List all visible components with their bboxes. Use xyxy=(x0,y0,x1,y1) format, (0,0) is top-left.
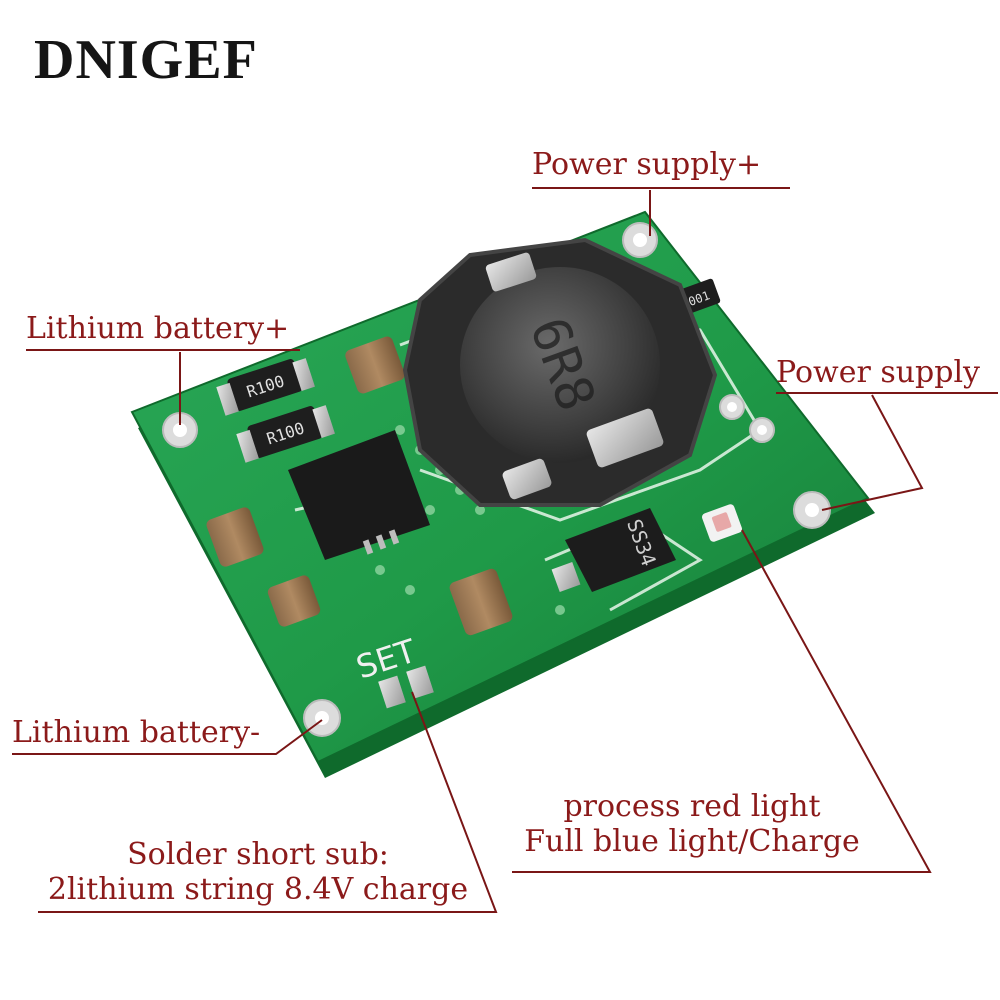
label-solder-line2: 2lithium string 8.4V charge xyxy=(47,871,469,907)
leader-lithium-battery-neg xyxy=(12,719,323,755)
label-lithium-battery-positive: Lithium battery+ xyxy=(26,311,290,346)
label-power-supply-positive: Power supply+ xyxy=(532,147,762,182)
ic-chip xyxy=(288,430,430,560)
label-power-supply: Power supply xyxy=(776,355,981,390)
resistor-r100-b: R100 xyxy=(236,405,335,463)
label-solder-line1: Solder short sub: xyxy=(127,837,389,872)
leader-lines xyxy=(12,187,998,913)
capacitors xyxy=(206,336,513,636)
label-indicator-block: process red light Full blue light/Charge xyxy=(512,789,872,859)
status-led xyxy=(702,504,742,542)
leader-solder xyxy=(38,691,498,913)
label-indicator-line1: process red light xyxy=(563,789,821,824)
set-solder-pads: SET xyxy=(352,632,434,709)
leader-indicator xyxy=(512,529,932,873)
brand-logo-text: DNIGEF xyxy=(34,29,258,91)
inductor-coil: 6R8 xyxy=(402,237,718,507)
label-indicator-line2: Full blue light/Charge xyxy=(524,823,860,859)
diode-ss34: SS34 xyxy=(551,508,676,593)
resistor-r100-a: R100 xyxy=(216,358,315,416)
label-solder-block: Solder short sub: 2lithium string 8.4V c… xyxy=(38,837,478,907)
label-lithium-battery-negative: Lithium battery- xyxy=(12,715,261,750)
